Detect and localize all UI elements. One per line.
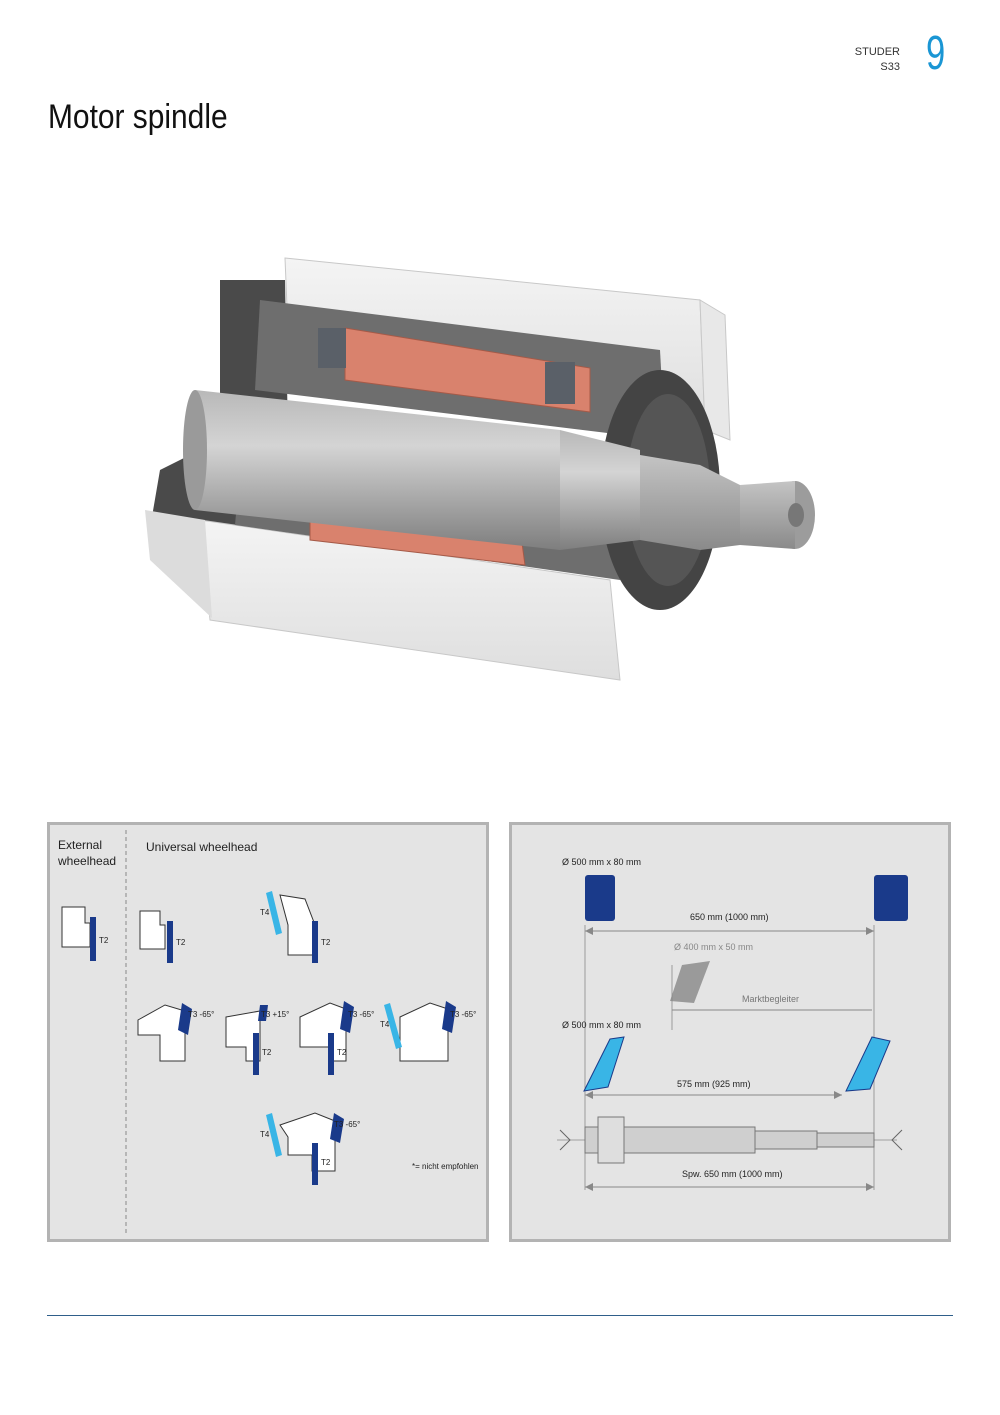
t4-label: T4 — [260, 1130, 270, 1139]
brand-block: STUDER S33 — [840, 45, 900, 75]
marktbegleiter-label: Marktbegleiter — [742, 994, 799, 1004]
page-number: 9 — [926, 27, 946, 80]
t2-label: T2 — [262, 1048, 272, 1057]
wheelhead-configuration-panel: External wheelhead Universal wheelhead T… — [47, 822, 489, 1242]
t2-label: T2 — [99, 936, 109, 945]
external-label-2: wheelhead — [57, 854, 116, 868]
t2-label: T2 — [321, 938, 331, 947]
universal-label: Universal wheelhead — [146, 840, 257, 854]
t3-plus15-label: T3 +15° — [261, 1010, 289, 1019]
wheel-left — [585, 875, 615, 921]
t3-minus65-label: T3 -65° — [334, 1120, 360, 1129]
t3-minus65-label: T3 -65° — [188, 1010, 214, 1019]
motor-spindle-illustration — [145, 257, 815, 681]
span-mid-label: 575 mm (925 mm) — [677, 1079, 751, 1089]
model-name: S33 — [880, 61, 900, 73]
span-top-label: 650 mm (1000 mm) — [690, 912, 769, 922]
dimensions-diagram: Ø 500 mm x 80 mm 650 mm (1000 mm) Ø 400 … — [557, 857, 908, 1191]
span-bottom-label: Spw. 650 mm (1000 mm) — [682, 1169, 783, 1179]
t4-label: T4 — [260, 908, 270, 917]
dimensions-panel: Ø 500 mm x 80 mm 650 mm (1000 mm) Ø 400 … — [509, 822, 951, 1242]
brand-name: STUDER — [854, 46, 900, 58]
competitor-wheel — [670, 961, 710, 1003]
angled-wheel-right — [845, 1036, 891, 1092]
t4-label: T4 — [380, 1020, 390, 1029]
t2-label: T2 — [321, 1158, 331, 1167]
t3-minus65-label: T3 -65° — [450, 1010, 476, 1019]
angled-wheel-left — [583, 1036, 625, 1092]
wheel-top-label: Ø 500 mm x 80 mm — [562, 857, 641, 867]
wheelhead-diagram: External wheelhead Universal wheelhead T… — [57, 830, 479, 1235]
external-label-1: External — [58, 838, 102, 852]
footer-rule — [47, 1315, 953, 1316]
footnote: *= nicht empfohlen — [412, 1162, 479, 1171]
wheel-right — [874, 875, 908, 921]
t3-minus65-label: T3 -65° — [348, 1010, 374, 1019]
page-title: Motor spindle — [48, 98, 228, 136]
wheel-small-label: Ø 400 mm x 50 mm — [674, 942, 753, 952]
wheel-mid-label: Ø 500 mm x 80 mm — [562, 1020, 641, 1030]
t2-label: T2 — [337, 1048, 347, 1057]
t2-label: T2 — [176, 938, 186, 947]
